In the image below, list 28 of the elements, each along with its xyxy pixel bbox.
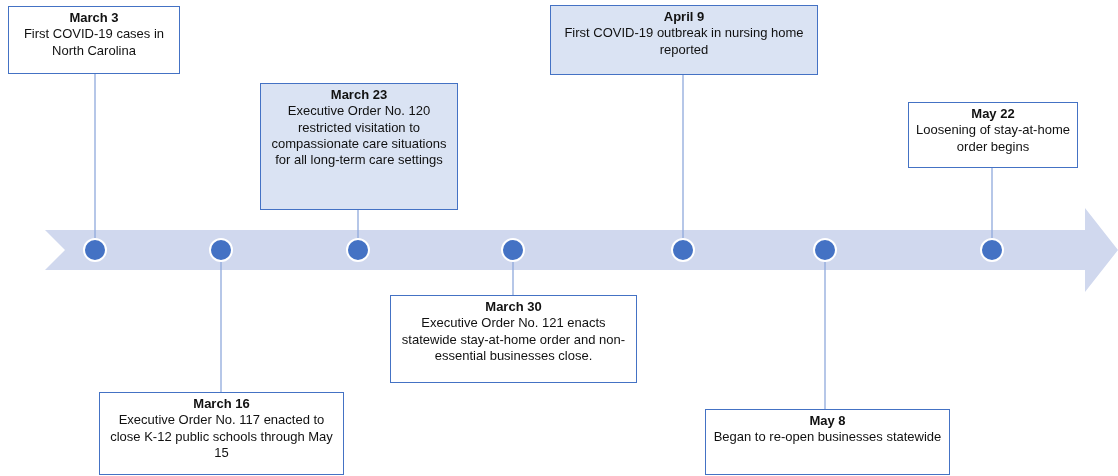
date-heading: May 8 — [809, 413, 846, 430]
event-description: First COVID-19 outbreak in nursing home reported — [563, 25, 805, 58]
event-box — [390, 295, 637, 383]
date-heading: March 30 — [485, 299, 542, 316]
leader-line — [357, 209, 359, 239]
event-description: Executive Order No. 117 enacted to close K-12 public schools through May 15 — [109, 412, 334, 461]
leader-line — [991, 167, 993, 239]
event-box — [99, 392, 344, 475]
event-box — [908, 102, 1078, 168]
event-description: Executive Order No. 121 enacts statewide stay-at-home order and non-essential businesses close. — [400, 315, 627, 364]
leader-line — [682, 74, 684, 239]
leader-line — [94, 73, 96, 239]
event-box — [550, 5, 818, 75]
leader-line — [512, 261, 514, 296]
event-box — [705, 409, 950, 475]
date-heading: March 16 — [193, 396, 250, 413]
date-heading: April 9 — [663, 9, 705, 26]
date-heading: March 23 — [330, 87, 388, 104]
event-description: Loosening of stay-at-home order begins — [915, 122, 1071, 155]
event-description: Executive Order No. 120 restricted visitation to compassionate care situations for all long-term care settings — [270, 103, 448, 169]
leader-line — [824, 261, 826, 410]
event-description: First COVID-19 cases in North Carolina — [22, 26, 166, 59]
event-description: Began to re-open businesses statewide — [713, 429, 942, 446]
date-heading: March 3 — [69, 10, 119, 27]
leader-line — [220, 261, 222, 393]
date-heading: May 22 — [971, 106, 1015, 123]
event-box — [8, 6, 180, 74]
event-box — [260, 83, 458, 210]
